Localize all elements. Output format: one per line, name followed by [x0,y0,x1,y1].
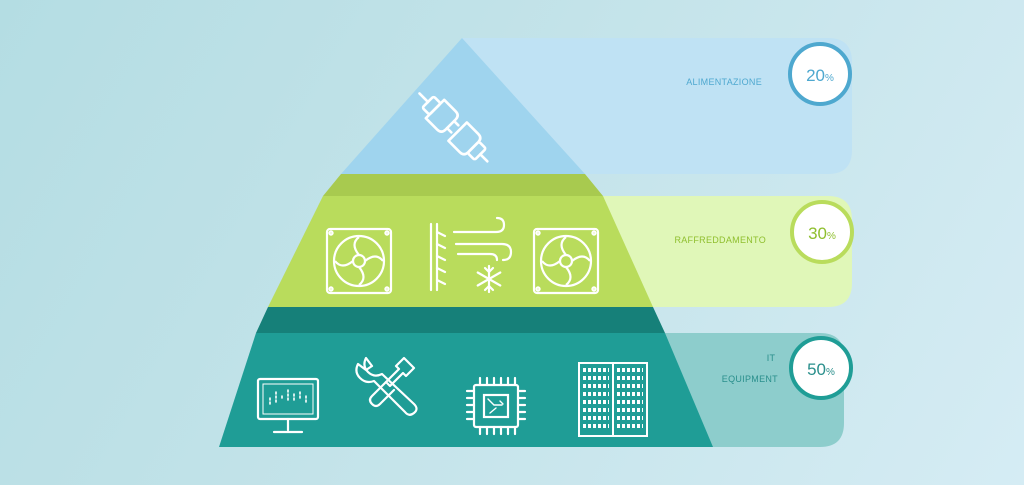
wind-heatsink-icon [429,216,513,292]
chip-icon [465,376,527,436]
tier1-percent-value: 20 [806,66,825,85]
tier3-label: IT EQUIPMENT [722,353,778,384]
tier3-label-line2: EQUIPMENT [722,374,778,384]
svg-text:20%: 20% [806,66,834,85]
snowflake-icon [476,264,502,294]
tier1-triangle [341,38,585,174]
tier1-band [462,38,852,174]
svg-text:30%: 30% [808,224,836,243]
tier3-percent-unit: % [826,367,835,378]
monitor-icon [256,377,320,434]
fan-icon [532,227,600,295]
tier3-top-bevel [256,307,665,333]
tier-raffreddamento: RAFFREDDAMENTO 30% [268,174,854,307]
server-rack-icon [578,362,648,437]
tier3-percent-value: 50 [807,360,826,379]
tier1-percent-badge: 20% [788,42,852,106]
tier2-top-bevel [323,174,603,196]
tier1-percent-unit: % [825,73,834,84]
tier2-percent-value: 30 [808,224,827,243]
tier-it-equipment: IT EQUIPMENT 50% [219,307,853,447]
tools-icon [355,356,418,416]
tier1-label: ALIMENTAZIONE [686,77,762,87]
tier3-trapezoid [219,333,713,447]
fan-icon [325,227,393,295]
plug-icon [418,92,489,163]
tier3-percent-badge: 50% [789,336,853,400]
tier2-label: RAFFREDDAMENTO [674,235,766,245]
tier2-percent-badge: 30% [790,200,854,264]
tier-alimentazione: ALIMENTAZIONE 20% [341,38,852,174]
tier2-percent-unit: % [827,231,836,242]
svg-text:50%: 50% [807,360,835,379]
tier3-label-line1: IT [767,353,776,363]
tier2-band [600,196,852,307]
